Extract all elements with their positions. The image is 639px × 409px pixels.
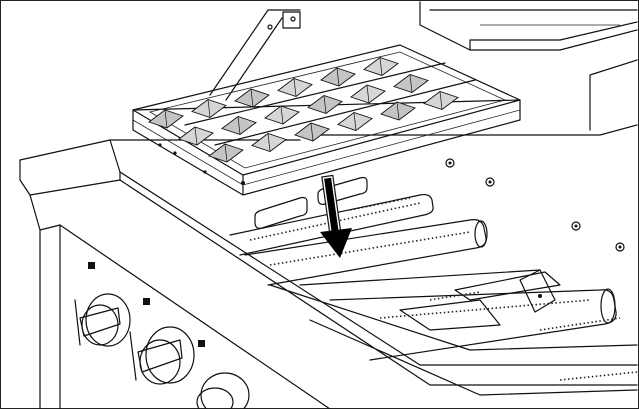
tray-rivet-icon [173,151,177,155]
briquette-ridge [250,88,254,108]
fastener-icon [571,221,581,231]
indicator-light-icon [143,298,150,305]
burner-rail [309,319,638,396]
control-knob [79,262,131,347]
briquette-ridge [336,67,340,87]
hood-left-arm-inner [225,17,283,101]
briquette-ridge [267,133,271,152]
firebox-right-wall [589,59,638,131]
tray-divider [214,79,476,146]
tray-rivet-icon [203,170,207,174]
counter-left-front [19,159,31,196]
briquette-ridge [409,74,413,93]
hinge-bolt-icon [290,16,296,22]
briquette-tray [132,44,521,196]
briquette-ridge [280,105,284,125]
briquette-grid [148,56,459,163]
install-direction-arrow [320,174,352,258]
briquette-ridge [439,91,443,110]
tray-divider [184,62,446,126]
briquette-ridge [224,143,228,163]
briquette-ridge [207,99,211,118]
tray-rivet-icon [241,181,245,185]
indicator-light-icon [198,340,205,347]
hood-hinge-bracket [282,11,301,29]
burner-ports [429,291,481,301]
briquette-ridge [323,95,327,114]
hinge-bolt-icon [267,24,273,30]
briquette-ridge [194,126,198,146]
burner-assembly [229,158,638,396]
burner-clip [519,269,556,313]
burner-ports [559,371,638,381]
briquette-ridge [379,57,383,76]
briquette-ridge [310,122,314,142]
burner-ports [539,317,621,331]
firebox-back-edge [299,124,638,136]
briquette-ridge [366,84,370,104]
hood-left-arm [209,9,301,96]
control-knob [196,340,250,409]
burner-port-slot [317,176,368,205]
indicator-light-icon [88,262,95,269]
tray-lip [132,109,521,186]
briquette-ridge [396,101,400,121]
burner-port-slot [254,196,308,229]
panel-top-rail [59,224,331,409]
panel-left-edge [29,194,41,409]
briquette-ridge [353,112,357,131]
arrow-down-icon [320,228,352,258]
tube-edge [299,269,541,286]
fastener-icon [538,294,542,298]
tray-rivet-icon [158,143,162,147]
counter-front-lip [29,179,638,386]
burner-tube [244,219,488,286]
burner-bracket [399,299,501,331]
hood-panel-inner [469,21,638,51]
control-knob [137,298,195,385]
counter-top-edge [19,139,638,366]
tray-top [132,44,521,176]
hood-panel-edge [419,1,638,51]
burner-tube [299,269,617,361]
fastener-icon [445,158,455,168]
fastener-icon [615,242,625,252]
tray-inner [148,51,507,169]
briquette-ridge [293,78,297,97]
burner-bracket [454,271,561,301]
panel-corner [39,224,61,231]
briquette-ridge [237,116,241,135]
knob-bezel-line [74,299,137,381]
tray-side [132,99,521,196]
burner-tube [229,193,434,256]
burner-rail [269,284,638,351]
briquette-ridge [164,109,168,129]
fastener-icon [485,177,495,187]
